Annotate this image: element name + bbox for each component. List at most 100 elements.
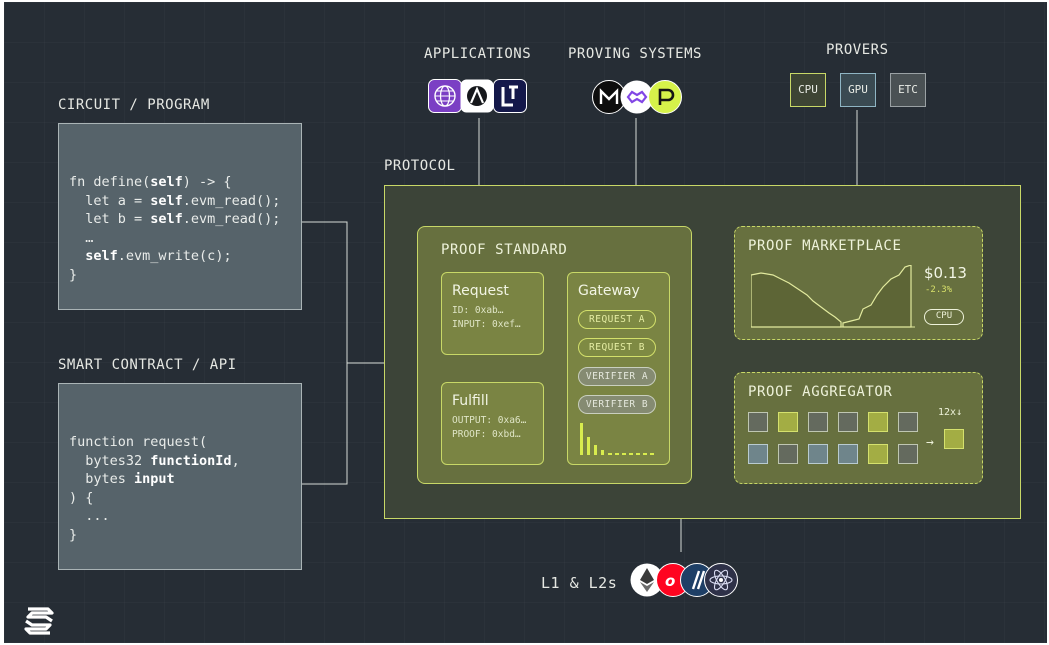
code-line: fn define(self) -> { [69,173,291,192]
gateway-pill-verifier-b: VERIFIER B [578,395,656,414]
request-id: ID: 0xab… [452,305,504,316]
code-line: function request( [69,433,291,452]
svg-text:o: o [665,572,675,590]
code-text: .evm_read(); [182,192,281,209]
code-keyword: functionId [150,452,232,469]
applications-label: APPLICATIONS [424,46,532,62]
proof-square [778,444,798,464]
proof-square [868,412,888,432]
code-text: function request( [69,434,208,450]
code-text: .evm_write(c); [117,248,232,264]
aggregate-arrow-icon: → [926,435,934,450]
prover-gpu-box: GPU [840,73,876,107]
request-title: Request [452,283,509,299]
fulfill-output: OUTPUT: 0xa6… [452,415,527,426]
cosmos-atom-icon [704,563,738,597]
marketplace-title: PROOF MARKETPLACE [748,238,902,254]
code-text: bytes32 [69,452,151,469]
l1-l2-label: L1 & L2s [541,574,618,592]
circuit-code-box: fn define(self) -> { let a = self.evm_re… [58,123,302,310]
proof-aggregator-panel: PROOF AGGREGATOR → 12x↓ [734,372,983,484]
proof-square [748,412,768,432]
code-line: ) { [69,489,291,508]
marketplace-price: $0.13 [924,264,967,282]
contract-code-box: function request( bytes32 functionId, by… [58,383,302,570]
proof-square [808,412,828,432]
proving-systems-label: PROVING SYSTEMS [568,46,702,62]
code-keyword: self [150,211,183,227]
code-text: bytes [69,471,135,487]
fulfill-proof: PROOF: 0xbd… [452,429,521,440]
prover-cpu-box: CPU [790,73,826,107]
code-keyword: self [150,174,183,190]
proof-square [838,444,858,464]
code-text: let b = [69,211,151,227]
provers-label: PROVERS [826,42,889,58]
proof-square [898,412,918,432]
diagram-canvas: CIRCUIT / PROGRAM fn define(self) -> { l… [4,2,1047,643]
proof-standard-panel: PROOF STANDARD Request ID: 0xab… INPUT: … [417,226,692,484]
gateway-pill-request-b: REQUEST B [578,338,656,357]
code-line: … [69,229,291,248]
slash-logo-icon [680,563,714,597]
contract-code: function request( bytes32 functionId, by… [69,433,291,544]
fulfill-title: Fulfill [452,393,489,409]
code-text: ) -> { [182,174,232,190]
fulfill-card: Fulfill OUTPUT: 0xa6… PROOF: 0xbd… [441,382,544,465]
gateway-title: Gateway [578,283,640,299]
code-line: } [69,526,291,545]
code-text: ) { [69,489,94,506]
code-text: ... [69,508,110,524]
proof-square [778,412,798,432]
code-keyword: self [85,248,118,264]
request-input: INPUT: 0xef… [452,319,521,330]
code-text: … [69,229,94,246]
code-text: } [69,266,78,283]
circuit-code: fn define(self) -> { let a = self.evm_re… [69,173,291,284]
gateway-bar-graphic [580,423,656,455]
circuit-label: CIRCUIT / PROGRAM [58,97,210,113]
code-text: let a = [69,192,151,209]
down-arrow-icon: ↓ [956,407,963,418]
code-text: .evm_read(); [182,211,281,227]
proof-square [808,444,828,464]
purple-polygon-icon [620,80,654,114]
code-text: } [69,526,78,543]
succinct-logo-icon [24,607,54,635]
code-line: let a = self.evm_read(); [69,192,291,211]
protocol-label: PROTOCOL [384,158,456,174]
white-a-logo-icon [460,79,494,113]
gateway-pill-request-a: REQUEST A [578,310,656,329]
marketplace-change: -2.3% [925,285,953,295]
code-line: ... [69,507,291,526]
proof-square [898,444,918,464]
lime-p-logo-icon [648,80,682,114]
code-keyword: input [134,471,175,487]
gateway-pill-verifier-a: VERIFIER A [578,367,656,386]
aggregated-proof-square [944,429,964,449]
code-line: } [69,266,291,285]
gateway-card: Gateway REQUEST A REQUEST B VERIFIER A V… [567,272,670,465]
marketplace-cpu-badge: CPU [924,309,964,325]
navy-l-logo-icon [493,79,527,113]
code-keyword: self [150,192,183,209]
code-text [69,248,85,264]
ethereum-icon [630,563,664,597]
code-line: self.evm_write(c); [69,247,291,266]
smart-contract-label: SMART CONTRACT / API [58,357,237,373]
proof-square [838,412,858,432]
aggregation-ratio: 12x↓ [938,407,963,418]
code-line: bytes32 functionId, [69,452,291,471]
proof-marketplace-panel: PROOF MARKETPLACE $0.13 -2.3% CPU [734,226,983,340]
aggregator-title: PROOF AGGREGATOR [748,384,893,400]
prover-etc-box: ETC [890,73,926,107]
code-line: let b = self.evm_read(); [69,210,291,229]
proof-standard-title: PROOF STANDARD [441,242,568,258]
code-text: fn define( [69,174,151,190]
marketplace-price-chart [751,265,915,328]
proof-square [868,444,888,464]
proof-square [748,444,768,464]
code-line: bytes input [69,470,291,489]
request-card: Request ID: 0xab… INPUT: 0xef… [441,272,544,355]
code-text: , [231,452,240,469]
